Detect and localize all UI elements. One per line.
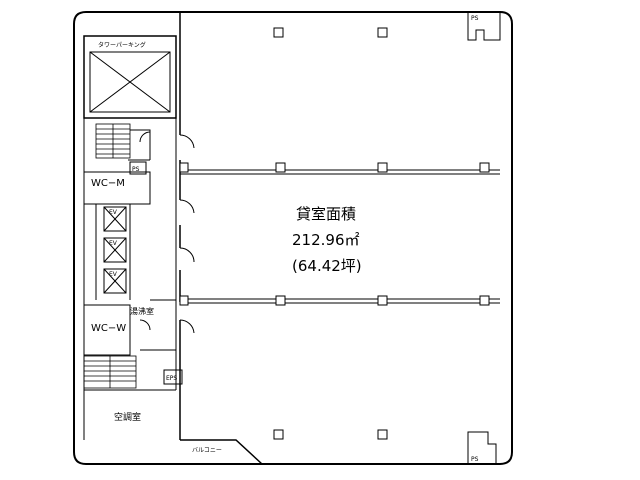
- ps-top-right: PS: [467, 11, 501, 41]
- ac-room-label: 空調室: [114, 411, 141, 423]
- ps-top-label: PS: [471, 15, 479, 22]
- tower-parking-label: タワーパーキング: [98, 41, 146, 49]
- ev-1-label: EV: [109, 209, 118, 216]
- eps-label: EPS: [166, 375, 177, 382]
- balcony-label: バルコニー: [192, 447, 222, 454]
- ev-2-label: EV: [109, 240, 118, 247]
- area-title: 貸室面積: [296, 205, 356, 223]
- area-tsubo: (64.42坪): [292, 257, 362, 275]
- elevators: [103, 206, 127, 294]
- tenant-room-wall: [179, 12, 263, 465]
- columns: [179, 27, 490, 440]
- cleaning-room-label: 湯沸室: [130, 306, 154, 316]
- ps-bottom-label: PS: [471, 456, 479, 463]
- upper-stair: [95, 123, 131, 159]
- wc-w-label: WC−W: [91, 323, 126, 334]
- area-sqm: 212.96㎡: [292, 231, 360, 249]
- door-swings: [139, 131, 195, 334]
- wc-m-label: WC−M: [91, 178, 125, 189]
- lower-stair: [83, 355, 137, 389]
- ps-core: PS: [129, 161, 147, 175]
- eps: EPS: [163, 369, 183, 385]
- ps-core-label: PS: [132, 166, 140, 173]
- ev-3-label: EV: [109, 271, 118, 278]
- tower-parking: タワーパーキング: [83, 35, 177, 119]
- building-outline: [73, 11, 513, 465]
- ps-bottom-right: PS: [467, 431, 497, 465]
